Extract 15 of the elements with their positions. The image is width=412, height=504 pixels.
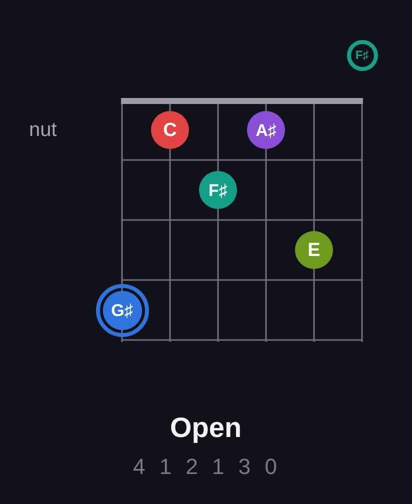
open-string-marker: [346, 40, 378, 70]
note-dot: [199, 171, 237, 209]
root-note-dot: [96, 284, 148, 336]
fingering-numbers: 4 1 2 1 3 0: [133, 456, 277, 478]
note-name: F♯: [355, 49, 369, 61]
note-name: G♯: [111, 302, 133, 318]
note-name: F♯: [208, 182, 228, 198]
note-dot: [295, 231, 333, 269]
note-name: C: [163, 120, 177, 140]
nut-label: nut: [29, 120, 57, 140]
chord-title: Open: [170, 414, 242, 442]
note-dot: [247, 111, 285, 149]
note-name: E: [308, 240, 320, 260]
note-dot: [151, 111, 189, 149]
note-name: A♯: [256, 122, 276, 138]
